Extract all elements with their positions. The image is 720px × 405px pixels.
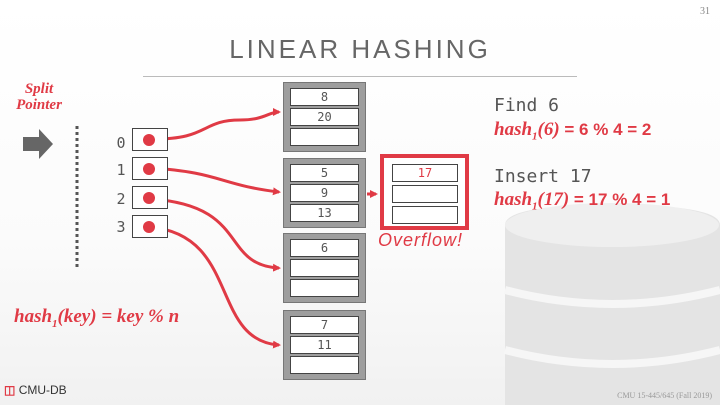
directory-index: 1 — [113, 161, 129, 179]
bucket-slot — [290, 279, 359, 297]
split-pointer-label-line1: Split — [8, 81, 70, 97]
cmu-db-logo: ◫ CMU-DB — [4, 383, 67, 397]
overflow-slot — [392, 206, 458, 224]
pointer-arrow-1 — [150, 168, 279, 192]
bucket-slot — [290, 356, 359, 374]
hash-rest: = key % n — [97, 306, 180, 327]
find-title: Find 6 — [494, 95, 559, 116]
pointer-arrow-0 — [150, 112, 279, 139]
bucket-3: 7 11 — [283, 310, 366, 380]
insert-title: Insert 17 — [494, 166, 592, 187]
directory-slot — [132, 186, 168, 209]
bucket-1: 5 9 13 — [283, 158, 366, 228]
pointer-dot — [143, 192, 155, 204]
course-footer: CMU 15-445/645 (Fall 2019) — [617, 391, 712, 400]
find-fn: hash — [494, 119, 532, 140]
bucket-slot: 8 — [290, 88, 359, 106]
bucket-0: 8 20 — [283, 82, 366, 152]
bucket-slot: 9 — [290, 184, 359, 202]
bucket-slot: 13 — [290, 204, 359, 222]
hash-fn: hash — [14, 306, 52, 327]
split-pointer-arrow-icon — [23, 129, 53, 159]
slide-title: LINEAR HASHING — [0, 34, 720, 65]
logo-text: CMU-DB — [19, 383, 67, 397]
bucket-slot: 6 — [290, 239, 359, 257]
page-number: 31 — [700, 6, 710, 17]
bucket-slot: 11 — [290, 336, 359, 354]
find-formula: hash1(6) = 6 % 4 = 2 — [494, 119, 651, 142]
pointer-dot — [143, 134, 155, 146]
database-logo-icon: ◫ — [4, 383, 15, 397]
hash-arg: (key) — [58, 306, 97, 327]
overflow-bucket: 17 — [380, 154, 469, 230]
title-divider — [143, 76, 577, 77]
bucket-slot: 20 — [290, 108, 359, 126]
pointer-dot — [143, 163, 155, 175]
split-pointer-label: Split Pointer — [8, 81, 70, 113]
split-pointer-label-line2: Pointer — [8, 97, 70, 113]
hash-function: hash1(key) = key % n — [14, 306, 179, 330]
insert-fn: hash — [494, 189, 532, 210]
directory-slot — [132, 157, 168, 180]
bucket-slot — [290, 259, 359, 277]
bucket-slot: 5 — [290, 164, 359, 182]
insert-rest: = 17 % 4 = 1 — [569, 190, 670, 209]
directory-slot — [132, 215, 168, 238]
find-arg: (6) — [538, 119, 560, 140]
directory-slot — [132, 128, 168, 151]
directory-index: 3 — [113, 218, 129, 236]
bucket-slot: 7 — [290, 316, 359, 334]
overflow-label: Overflow! — [378, 230, 463, 251]
insert-formula: hash1(17) = 17 % 4 = 1 — [494, 189, 670, 212]
insert-arg: (17) — [538, 189, 570, 210]
directory-index: 2 — [113, 190, 129, 208]
overflow-slot: 17 — [392, 164, 458, 182]
bucket-2: 6 — [283, 233, 366, 303]
bucket-slot — [290, 128, 359, 146]
database-cylinder-watermark — [505, 203, 720, 405]
pointer-arrow-2 — [150, 199, 279, 268]
pointer-dot — [143, 221, 155, 233]
overflow-slot — [392, 185, 458, 203]
find-rest: = 6 % 4 = 2 — [560, 120, 652, 139]
directory-index: 0 — [113, 134, 129, 152]
